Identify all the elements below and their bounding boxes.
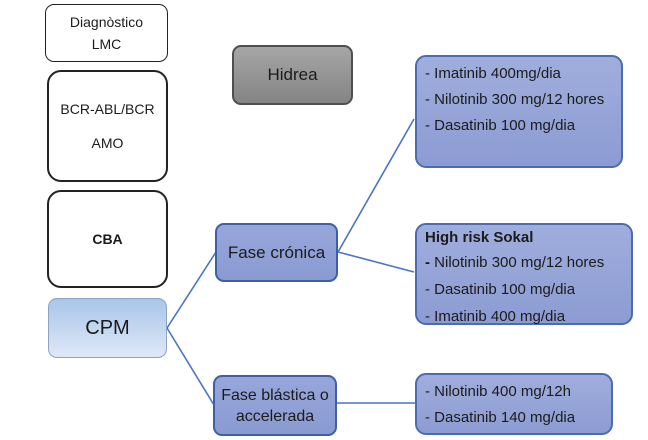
fase-cronica-label: Fase crónica	[227, 242, 326, 262]
bcr-abl-box: BCR-ABL/BCR AMO	[47, 70, 168, 182]
high-risk-sokal-box: High risk Sokal - Nilotinib 300 mg/12 ho…	[415, 223, 633, 325]
hidrea-label: Hidrea	[267, 65, 318, 84]
high-risk-sokal-title: High risk Sokal	[425, 229, 534, 246]
fase-cronica-box: Fase crónica	[215, 223, 338, 282]
bcr-abl-line2: AMO	[91, 135, 124, 151]
treatment-item: - Nilotinib 300 mg/12 hores	[425, 254, 605, 271]
connector-cpm-to-fase-cronica	[166, 251, 217, 329]
first-line-treatment-box: - Imatinib 400mg/dia - Nilotinib 300 mg/…	[415, 55, 623, 168]
hidrea-box: Hidrea	[232, 45, 353, 105]
cpm-box: CPM	[48, 298, 167, 358]
treatment-item: - Dasatinib 100 mg/dia	[425, 281, 576, 298]
treatment-item: - Nilotinib 300 mg/12 hores	[425, 91, 605, 108]
treatment-item: - Dasatinib 100 mg/dia	[425, 117, 576, 134]
fase-blastica-box: Fase blástica o accelerada	[213, 375, 337, 436]
connector-fase-cronica-to-highrisk	[337, 251, 415, 273]
diagnostico-line1: Diagnòstico	[69, 14, 144, 30]
blastic-treatment-box: - Nilotinib 400 mg/12h - Dasatinib 140 m…	[415, 373, 613, 435]
treatment-item: - Dasatinib 140 mg/dia	[425, 409, 576, 426]
bcr-abl-line1: BCR-ABL/BCR	[60, 101, 155, 117]
connector-cpm-to-fase-blastica	[166, 327, 215, 406]
connector-fase-cronica-to-firstline	[337, 118, 415, 253]
treatment-item: - Imatinib 400mg/dia	[425, 65, 561, 82]
fase-blastica-line2: accelerada	[235, 407, 315, 425]
diagnostico-line2: LMC	[91, 36, 122, 52]
cba-label: CBA	[92, 231, 123, 247]
cpm-label: CPM	[85, 316, 130, 339]
treatment-item: - Imatinib 400 mg/dia	[425, 308, 566, 325]
diagnostico-lmc-box: Diagnòstico LMC	[45, 4, 168, 62]
treatment-item: - Nilotinib 400 mg/12h	[425, 383, 571, 400]
fase-blastica-line1: Fase blástica o	[221, 386, 329, 404]
cba-box: CBA	[47, 190, 168, 288]
